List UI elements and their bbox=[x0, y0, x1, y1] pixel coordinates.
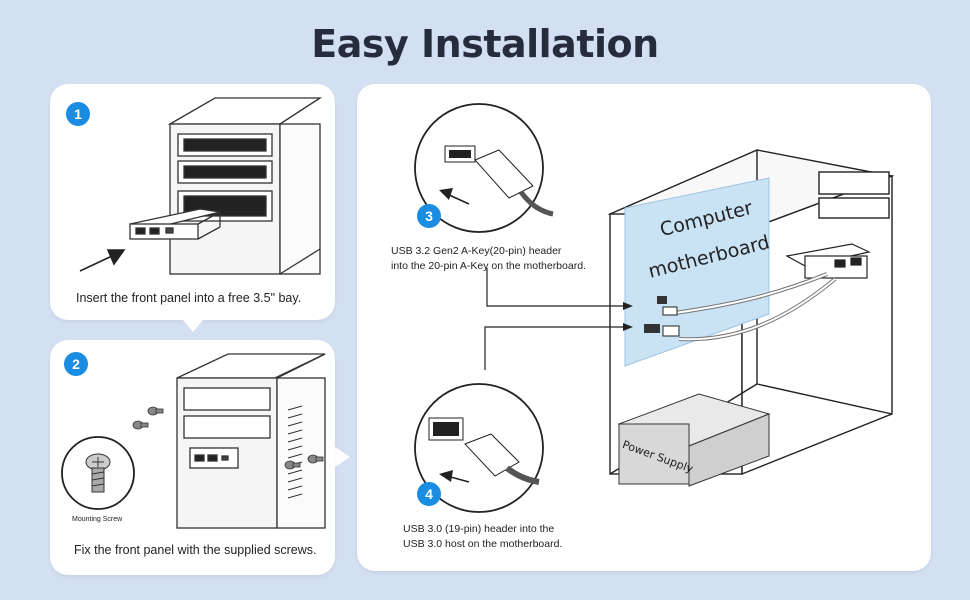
screw-label: Mounting Screw bbox=[72, 516, 123, 523]
step-3-note-line1: USB 3.2 Gen2 A-Key(20-pin) header bbox=[391, 245, 562, 257]
pointer-right-triangle bbox=[335, 447, 350, 467]
zoom-circle-a-key bbox=[414, 103, 554, 233]
screw-small-1 bbox=[132, 406, 324, 470]
step-2-badge: 2 bbox=[64, 352, 88, 376]
step-1-caption: Insert the front panel into a free 3.5" … bbox=[76, 291, 302, 305]
zoom-circle-usb30 bbox=[414, 383, 544, 513]
step-4-note-line1: USB 3.0 (19-pin) header into the bbox=[403, 523, 555, 535]
step-2-caption: Fix the front panel with the supplied sc… bbox=[74, 543, 317, 557]
mounting-screw-zoom bbox=[61, 436, 135, 510]
step-3-badge: 3 bbox=[417, 204, 441, 228]
front-panel-bracket bbox=[785, 243, 871, 279]
step-1-badge: 1 bbox=[66, 102, 90, 126]
motherboard-panel bbox=[624, 177, 770, 367]
step-3-note-line2: into the 20-pin A-Key on the motherboard… bbox=[391, 260, 586, 272]
step-1-card: 1 Insert the front panel into a free 3.5… bbox=[50, 84, 335, 320]
pointer-down-triangle bbox=[183, 320, 203, 332]
insert-arrow bbox=[79, 249, 126, 272]
usb30-plug bbox=[662, 325, 680, 337]
usb30-header bbox=[644, 324, 660, 333]
motherboard-connection-diagram bbox=[414, 103, 895, 513]
step-2-card: 2 Mounting Screw Fix the front panel wit… bbox=[50, 340, 335, 575]
pc-screws-illustration bbox=[61, 353, 326, 529]
leader-line-4 bbox=[484, 326, 623, 370]
a-key-header bbox=[657, 296, 667, 304]
a-key-plug bbox=[662, 306, 678, 316]
power-supply-box bbox=[617, 393, 771, 487]
leader-line-3 bbox=[486, 268, 623, 307]
pc-bay-illustration bbox=[79, 97, 323, 275]
step-4-note-line2: USB 3.0 host on the motherboard. bbox=[403, 538, 563, 550]
main-diagram-card: 3 USB 3.2 Gen2 A-Key(20-pin) header into… bbox=[357, 84, 931, 571]
page-title: Easy Installation bbox=[311, 22, 659, 66]
step-4-badge: 4 bbox=[417, 482, 441, 506]
